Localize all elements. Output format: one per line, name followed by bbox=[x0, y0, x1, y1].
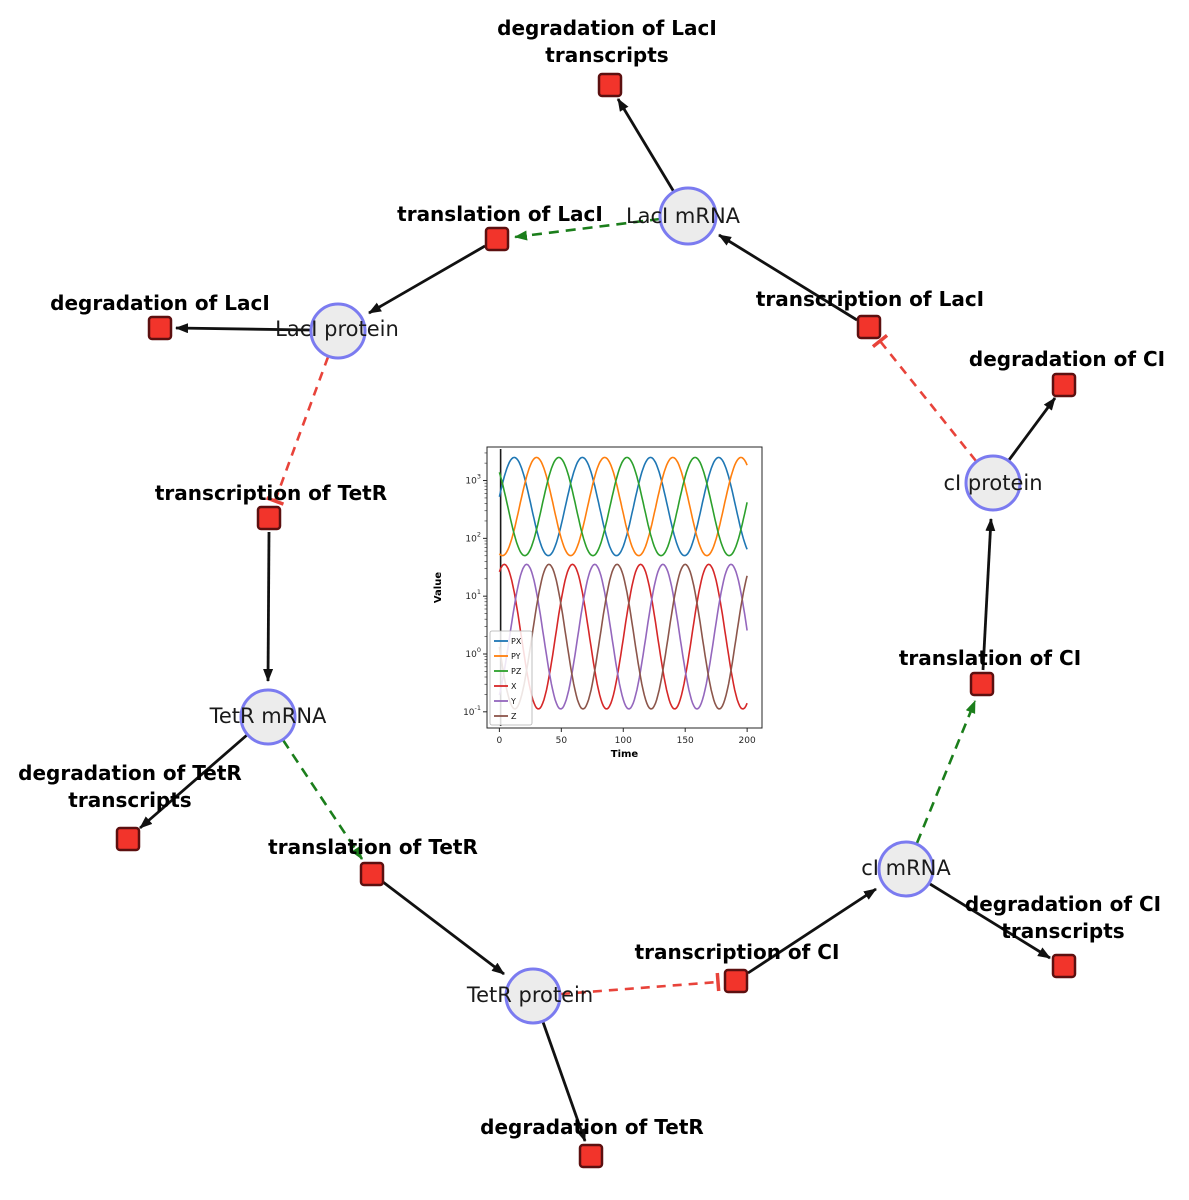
reaction-label-transcription-tetr: transcription of TetR bbox=[155, 481, 387, 505]
edge-tetrprotein-inhibits-transcription-ci bbox=[560, 972, 721, 996]
chart-frame bbox=[486, 446, 763, 729]
x-tick-label: 0 bbox=[497, 736, 503, 746]
reaction-label-deg-tetr-transcripts-line2: transcripts bbox=[68, 788, 191, 812]
edge-ciprotein-inhibits-transcription-laci bbox=[871, 334, 978, 462]
edge-laciprotein-to-deg-laci bbox=[175, 323, 311, 334]
y-tick-label: 100 bbox=[465, 646, 481, 660]
edge-lacimrna-to-deg-laci-transcripts bbox=[616, 98, 676, 193]
reaction-node-translation-tetr bbox=[359, 861, 385, 887]
edge-tetrmrna-to-translation-tetr bbox=[281, 739, 364, 860]
series-line-PX bbox=[498, 456, 748, 557]
species-label-tetr-protein: TetR protein bbox=[466, 983, 593, 1007]
legend-label-PX: PX bbox=[511, 637, 522, 646]
x-axis-label: Time bbox=[611, 749, 639, 760]
species-label-laci-mrna: LacI mRNA bbox=[626, 204, 741, 228]
reaction-label-translation-tetr: translation of TetR bbox=[268, 835, 478, 859]
reaction-label-translation-ci: translation of CI bbox=[899, 646, 1081, 670]
legend-label-Z: Z bbox=[511, 712, 517, 721]
species-node-ci-mrna bbox=[877, 840, 935, 898]
reaction-label-deg-laci: degradation of LacI bbox=[50, 291, 270, 315]
species-label-tetr-mrna: TetR mRNA bbox=[209, 704, 327, 728]
reaction-node-deg-tetr bbox=[578, 1143, 604, 1169]
species-label-ci-mrna: cI mRNA bbox=[861, 856, 951, 880]
edge-transcription-tetr-to-tetrmrna bbox=[263, 531, 274, 682]
y-tick-label: 101 bbox=[465, 588, 481, 602]
legend-label-Y: Y bbox=[510, 697, 516, 706]
reaction-node-translation-laci bbox=[484, 226, 510, 252]
legend-label-X: X bbox=[511, 682, 517, 691]
reaction-label-deg-laci-transcripts-line2: transcripts bbox=[545, 43, 668, 67]
series-line-PY bbox=[498, 456, 748, 557]
reaction-label-transcription-ci: transcription of CI bbox=[635, 940, 840, 964]
reaction-label-deg-tetr: degradation of TetR bbox=[480, 1115, 704, 1139]
edge-tetrmrna-to-deg-tetr-transcripts bbox=[139, 733, 248, 830]
x-tick-label: 150 bbox=[677, 736, 694, 746]
y-tick-label: 103 bbox=[465, 473, 481, 487]
series-line-PZ bbox=[498, 456, 748, 557]
species-node-ci-protein bbox=[964, 454, 1022, 512]
edge-ciprotein-to-deg-ci bbox=[1007, 397, 1057, 461]
reaction-label-deg-tetr-transcripts-line1: degradation of TetR bbox=[18, 761, 242, 785]
edge-transcription-ci-to-cimrna bbox=[747, 887, 877, 975]
reaction-node-deg-ci bbox=[1051, 372, 1077, 398]
reaction-node-translation-ci bbox=[969, 671, 995, 697]
series-line-X bbox=[498, 563, 748, 710]
edge-lacimrna-to-translation-laci bbox=[514, 217, 661, 241]
reaction-label-transcription-laci: transcription of LacI bbox=[756, 287, 984, 311]
reaction-node-transcription-tetr bbox=[256, 505, 282, 531]
reaction-label-translation-laci: translation of LacI bbox=[397, 202, 603, 226]
species-label-ci-protein: cI protein bbox=[943, 471, 1042, 495]
edge-translation-laci-to-laciprotein bbox=[368, 244, 486, 315]
edge-laciprotein-inhibits-transcription-tetr bbox=[265, 356, 330, 506]
species-node-tetr-mrna bbox=[239, 688, 297, 746]
reaction-label-deg-ci: degradation of CI bbox=[969, 347, 1165, 371]
reaction-node-deg-laci-transcripts bbox=[597, 72, 623, 98]
edge-translation-ci-to-ciprotein bbox=[981, 518, 996, 671]
x-tick-label: 100 bbox=[615, 736, 632, 746]
legend-label-PY: PY bbox=[511, 652, 521, 661]
reaction-label-deg-ci-transcripts-line1: degradation of CI bbox=[965, 892, 1161, 916]
reaction-node-deg-tetr-transcripts bbox=[115, 826, 141, 852]
y-tick-label: 10-1 bbox=[463, 704, 481, 718]
edge-cimrna-to-deg-ci-transcripts bbox=[929, 882, 1051, 960]
edge-tetrprotein-to-deg-tetr bbox=[541, 1021, 587, 1142]
y-axis-label: Value bbox=[433, 572, 444, 603]
x-tick-label: 50 bbox=[556, 736, 568, 746]
reaction-node-deg-laci bbox=[147, 315, 173, 341]
reaction-node-deg-ci-transcripts bbox=[1051, 953, 1077, 979]
y-tick-label: 102 bbox=[465, 530, 481, 544]
reaction-node-transcription-ci bbox=[723, 968, 749, 994]
series-line-Z bbox=[498, 563, 748, 710]
edge-transcription-laci-to-lacimrna bbox=[718, 233, 858, 322]
reaction-label-deg-ci-transcripts-line2: transcripts bbox=[1001, 919, 1124, 943]
species-node-tetr-protein bbox=[504, 967, 562, 1025]
edge-cimrna-to-translation-ci bbox=[915, 700, 977, 844]
species-label-laci-protein: LacI protein bbox=[275, 317, 399, 341]
species-node-laci-protein bbox=[309, 302, 367, 360]
x-tick-label: 200 bbox=[739, 736, 756, 746]
reaction-label-deg-laci-transcripts-line1: degradation of LacI bbox=[497, 16, 717, 40]
reaction-node-transcription-laci bbox=[856, 314, 882, 340]
series-line-Y bbox=[498, 563, 748, 710]
edge-translation-tetr-to-tetrprotein bbox=[382, 880, 505, 976]
legend-label-PZ: PZ bbox=[511, 667, 522, 676]
species-node-laci-mrna bbox=[658, 186, 718, 246]
